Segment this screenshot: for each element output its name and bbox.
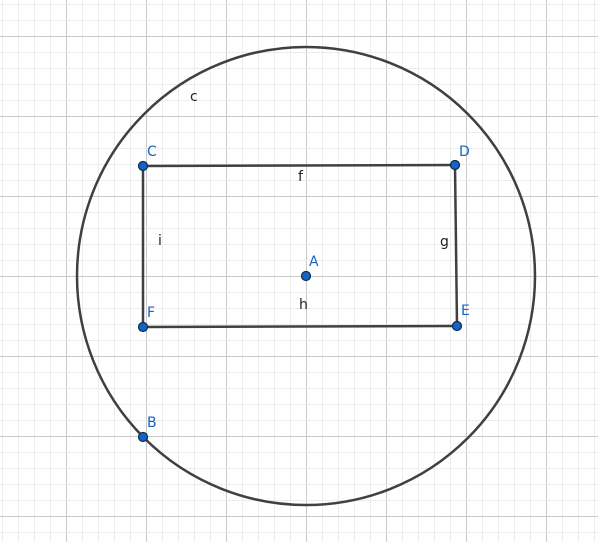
point-f[interactable] xyxy=(137,321,149,333)
segment-g[interactable] xyxy=(453,164,459,327)
point-e-label: E xyxy=(461,303,470,319)
segment-g-label: g xyxy=(440,234,449,250)
point-f-label: F xyxy=(147,305,155,321)
point-a-label: A xyxy=(309,254,319,270)
segment-h-label: h xyxy=(299,297,308,313)
segment-i-label: i xyxy=(158,233,162,249)
point-b-label: B xyxy=(147,415,157,431)
point-d-label: D xyxy=(459,144,470,160)
circle-c-label: c xyxy=(190,89,198,105)
circle-c[interactable] xyxy=(75,45,537,507)
segment-f-label: f xyxy=(298,169,304,185)
point-d[interactable] xyxy=(449,159,461,171)
point-a[interactable] xyxy=(300,270,312,282)
point-c[interactable] xyxy=(137,160,149,172)
point-e[interactable] xyxy=(451,320,463,332)
segment-f[interactable] xyxy=(142,163,456,168)
point-b[interactable] xyxy=(137,431,149,443)
point-c-label: C xyxy=(147,144,157,160)
segment-h[interactable] xyxy=(142,324,458,329)
